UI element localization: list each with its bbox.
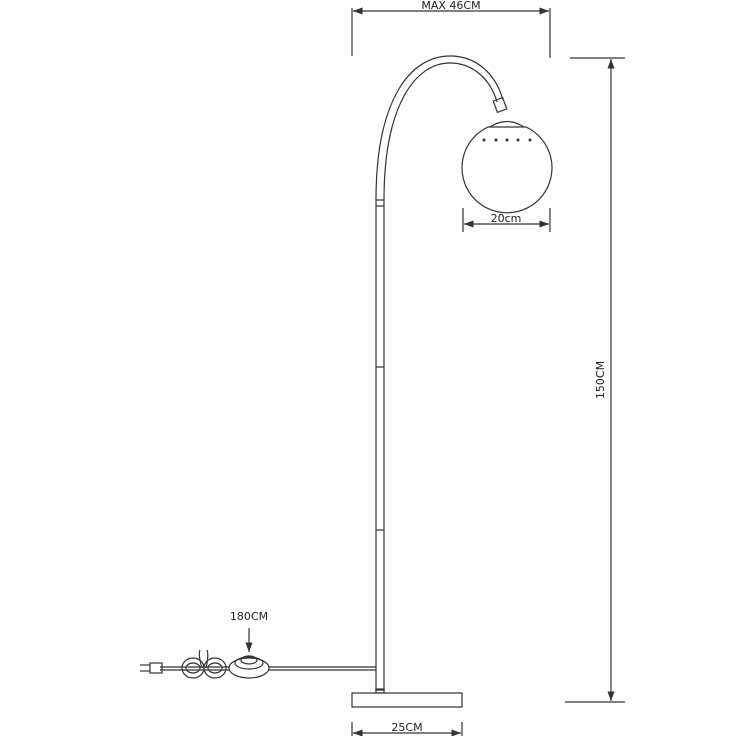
foot-switch: [228, 655, 270, 679]
lamp-base: [351, 688, 463, 708]
shade-width-label: 20cm: [491, 212, 522, 225]
height-dimension: [565, 57, 625, 703]
lamp-arc: [375, 55, 508, 201]
plug: [140, 662, 163, 674]
base-width-dimension: [351, 722, 463, 736]
lamp-pole: [375, 199, 385, 691]
max-width-label: MAX 46CM: [421, 0, 480, 12]
max-width-dimension: [351, 7, 551, 58]
shade-width-dimension: [462, 208, 551, 232]
base-width-label: 25CM: [391, 721, 422, 734]
height-label: 150CM: [594, 361, 607, 399]
cord-length-label: 180CM: [230, 610, 268, 623]
lamp-shade: [461, 120, 553, 214]
